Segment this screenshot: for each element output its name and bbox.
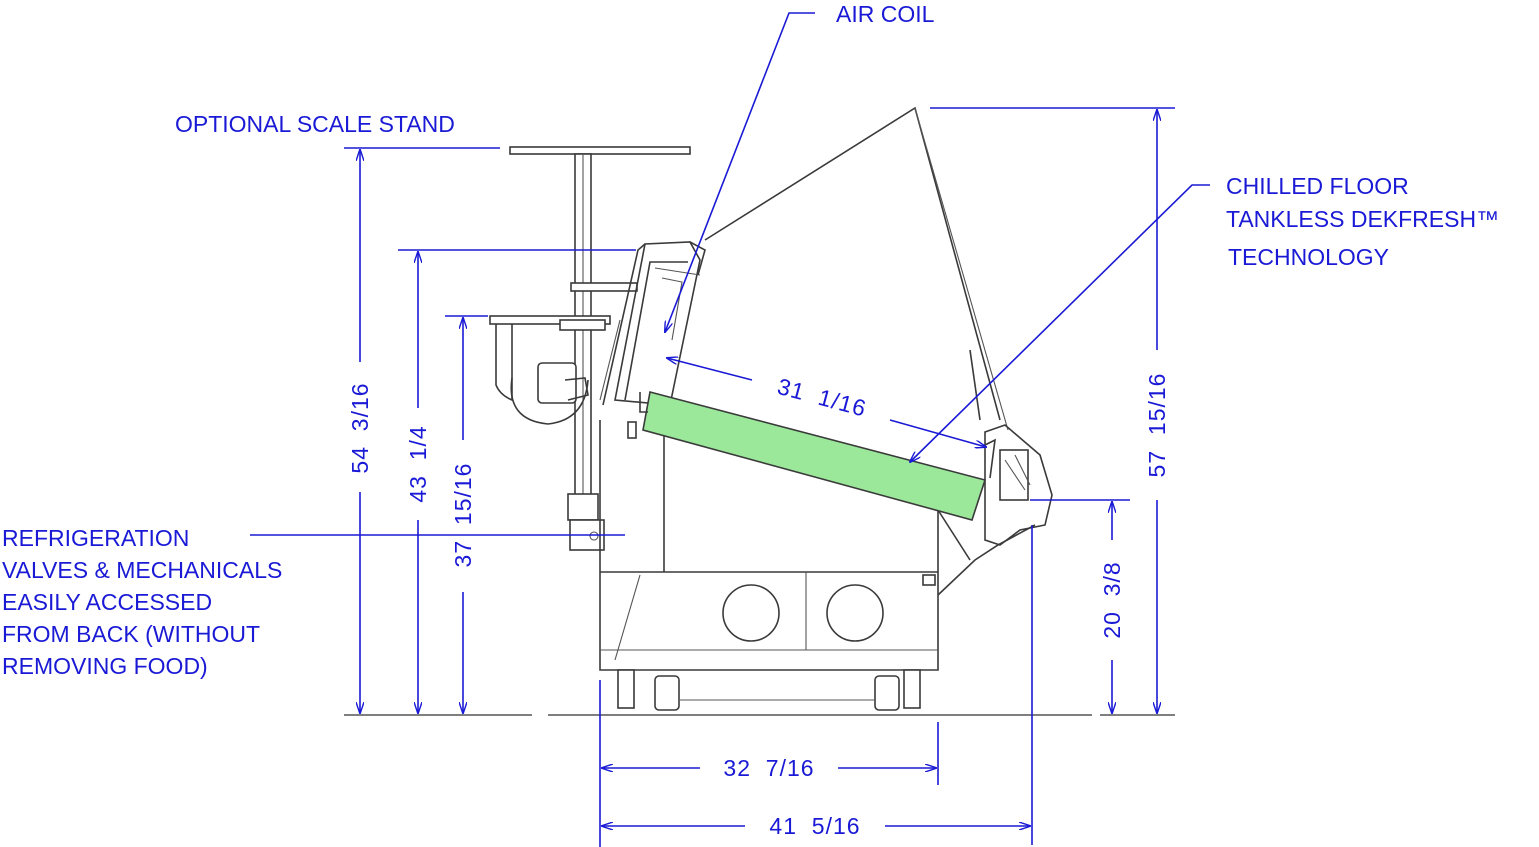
dim-rear-wall-height bbox=[398, 249, 636, 713]
chilled-floor-line-2: TANKLESS DEKFRESH™ bbox=[1226, 206, 1499, 232]
dim-overall-depth bbox=[602, 525, 1033, 845]
chilled-floor-label: CHILLED FLOOR TANKLESS DEKFRESH™ TECHNOL… bbox=[1226, 173, 1499, 270]
work-shelf bbox=[489, 315, 611, 425]
base-depth-value: 32 7/16 bbox=[723, 755, 814, 781]
rear-wall-height-value: 43 1/4 bbox=[405, 425, 431, 502]
dim-work-shelf-height bbox=[445, 315, 488, 713]
chilled-floor-line-1: CHILLED FLOOR bbox=[1226, 173, 1409, 199]
deck-rear-lip bbox=[639, 392, 648, 413]
refrigeration-line-5: REMOVING FOOD) bbox=[2, 653, 208, 679]
refrigeration-line-2: VALVES & MECHANICALS bbox=[2, 557, 282, 583]
refrigeration-line-3: EASILY ACCESSED bbox=[2, 589, 212, 615]
air-coil-label: AIR COIL bbox=[836, 1, 935, 27]
refrigeration-label: REFRIGERATION VALVES & MECHANICALS EASIL… bbox=[2, 525, 282, 679]
refrigeration-line-1: REFRIGERATION bbox=[2, 525, 189, 551]
scale-stand bbox=[509, 146, 691, 551]
front-rail-height-value: 20 3/8 bbox=[1099, 561, 1125, 638]
overall-height-value: 57 15/16 bbox=[1144, 373, 1170, 478]
deck-front-lip bbox=[984, 438, 996, 479]
chilled-floor-line-3: TECHNOLOGY bbox=[1228, 244, 1389, 270]
work-shelf-height-value: 37 15/16 bbox=[450, 463, 476, 568]
overall-depth-value: 41 5/16 bbox=[769, 813, 860, 839]
deck-length-value: 31 1/16 bbox=[775, 373, 870, 422]
dim-overall-height bbox=[930, 107, 1175, 713]
chilled-floor-deck bbox=[642, 391, 987, 521]
dim-base-depth bbox=[599, 680, 939, 847]
dim-deck-length bbox=[667, 358, 986, 447]
refrigeration-line-4: FROM BACK (WITHOUT bbox=[2, 621, 260, 647]
chilled-floor-leader bbox=[910, 184, 1210, 462]
scale-stand-height-value: 54 3/16 bbox=[347, 382, 373, 473]
air-coil-leader bbox=[665, 12, 815, 332]
dim-front-rail-height bbox=[1030, 499, 1130, 713]
scale-stand-label: OPTIONAL SCALE STAND bbox=[175, 111, 455, 137]
